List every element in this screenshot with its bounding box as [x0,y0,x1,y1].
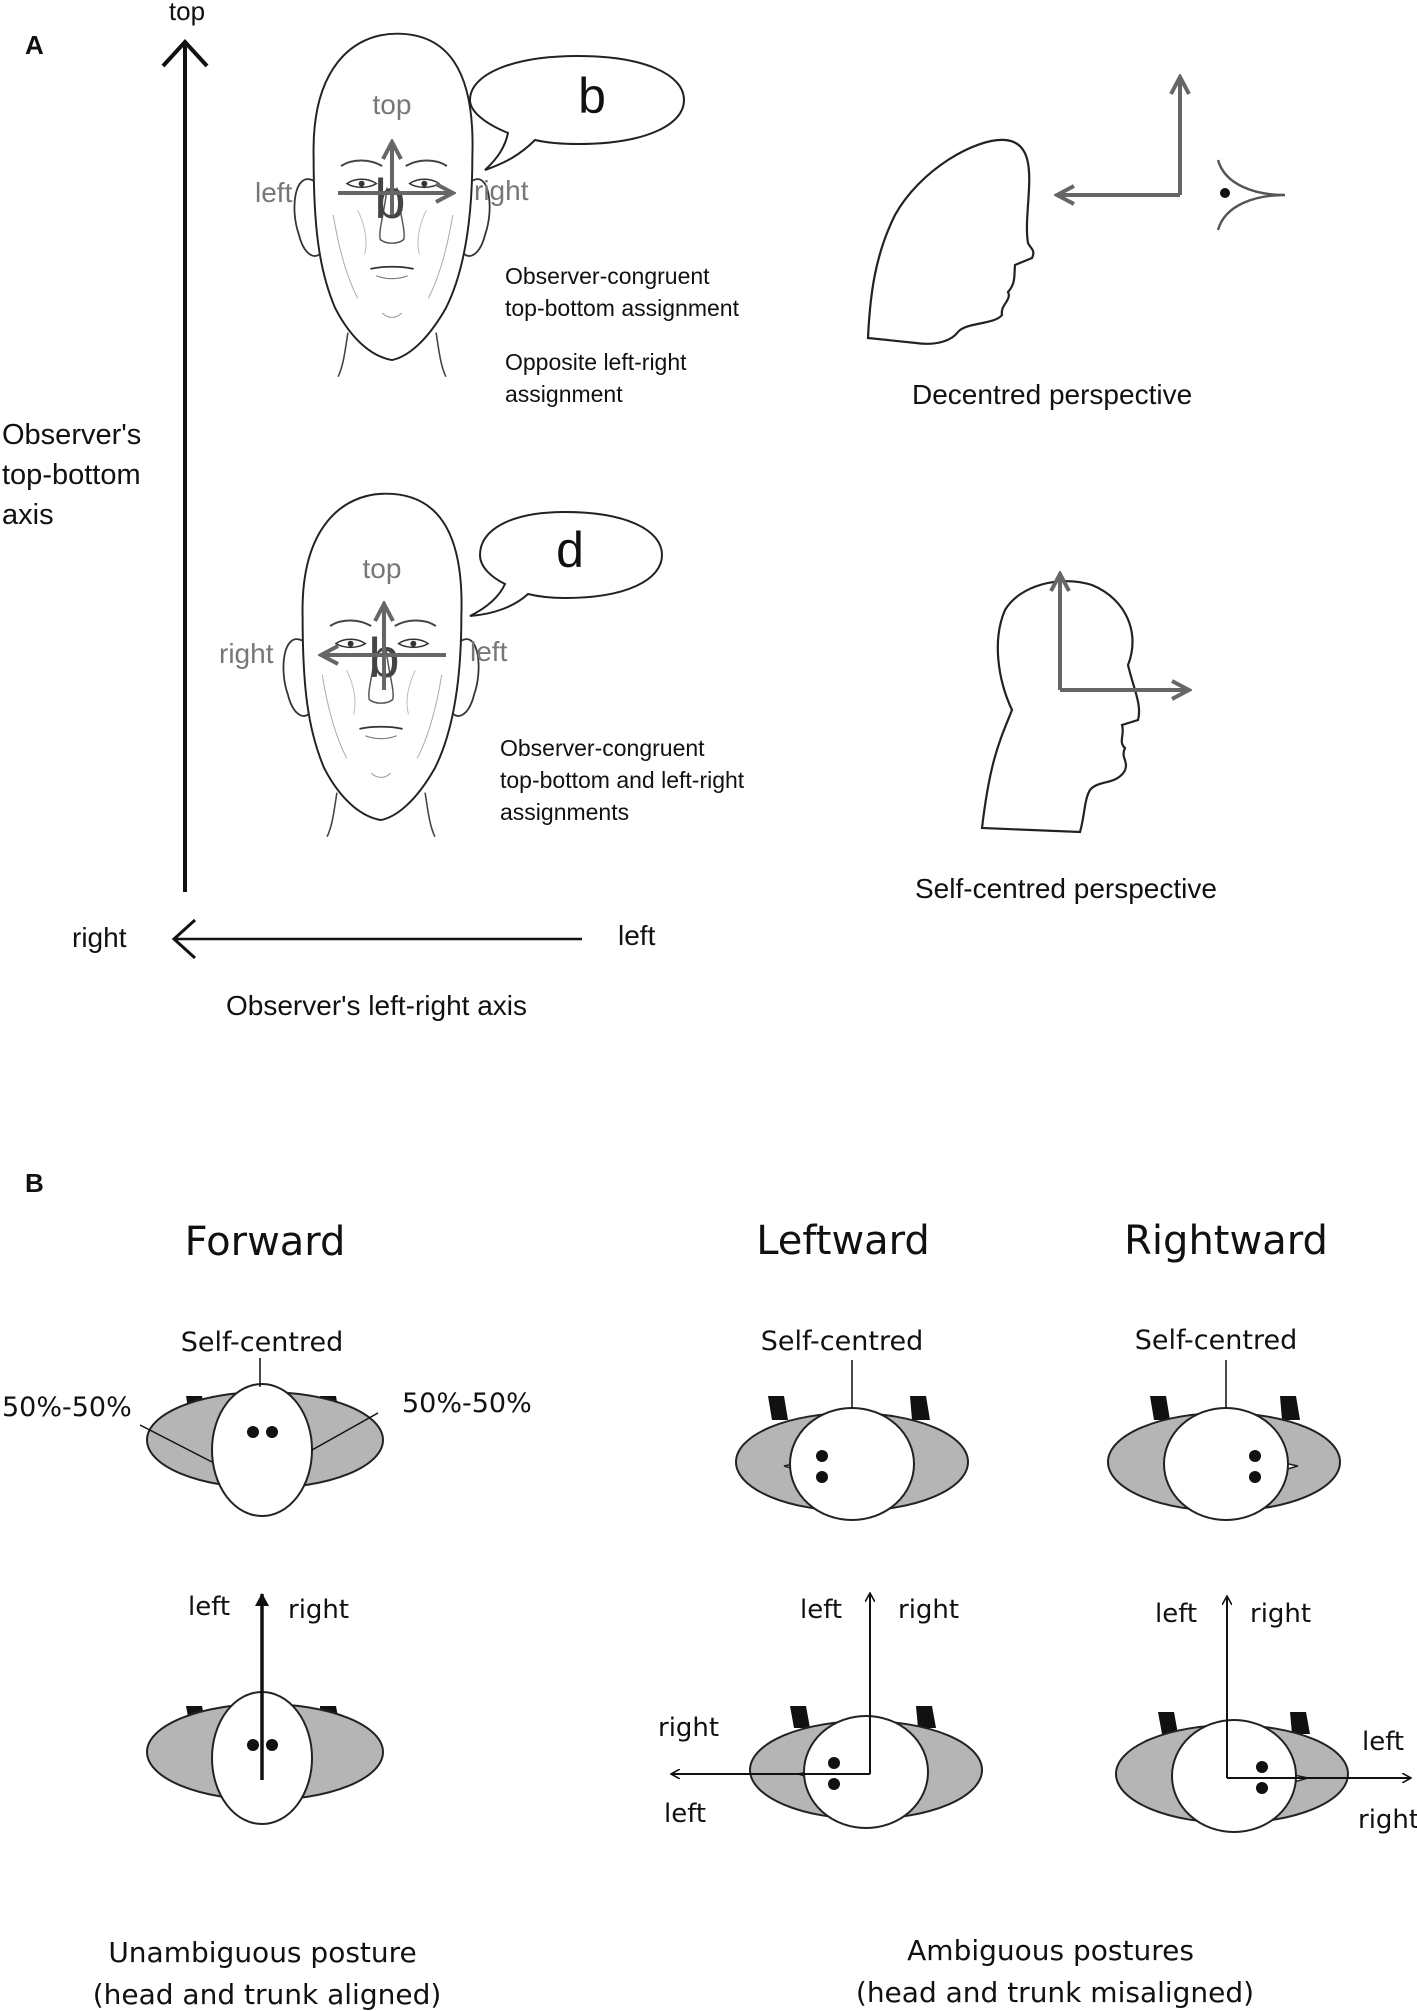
lower-face-right-label: right [219,638,274,669]
forward-bottom-posture [146,1593,384,1825]
lower-face-left-label: left [470,636,508,667]
left-pct-pointer [139,1424,213,1463]
eye-pupil [1220,188,1230,198]
forward-title: Forward [185,1219,346,1265]
rightward-bottom-posture [1115,1597,1410,1833]
forward-arrow-right-label: right [288,1595,349,1625]
rightward-title: Rightward [1124,1218,1328,1264]
head-ellipse [211,1383,313,1517]
leftward-side-bottom-label: left [664,1799,706,1829]
rightward-side-bottom-label: right [1358,1805,1417,1835]
upper-face-left-label: left [255,177,293,208]
forward-right-percentage: 50%-50% [402,1388,532,1419]
upper-face-note-2: Opposite left-right assignment [505,349,693,407]
forward-arrow-left-label: left [188,1592,230,1622]
leftward-title: Leftward [756,1218,930,1264]
caption-ambiguous: Ambiguous postures (head and trunk misal… [856,1934,1254,2009]
rightward-arrow-left-label: left [1155,1599,1197,1629]
upper-face-note-1: Observer-congruent top-bottom assignment [505,263,740,321]
rightward-self-centred-label: Self-centred [1135,1325,1297,1356]
lower-bubble-letter: d [556,522,584,578]
vertical-axis-top-label: top [169,0,205,26]
leftward-self-centred-label: Self-centred [761,1326,923,1357]
horizontal-axis-arrowhead [171,918,197,960]
rightward-arrow-right-label: right [1250,1599,1311,1629]
horizontal-axis-left-label: left [618,920,656,951]
rightward-side-top-label: left [1362,1727,1404,1757]
upper-face-top-label: top [373,89,412,120]
decentred-head-profile [866,138,1035,345]
lower-face-top-label: top [363,553,402,584]
forward-self-centred-label: Self-centred [181,1327,343,1358]
right-pct-pointer [311,1412,379,1451]
leftward-arrow-right-label: right [898,1595,959,1625]
lower-face-note: Observer-congruent top-bottom and left-r… [500,735,751,825]
decentred-caption: Decentred perspective [912,379,1192,410]
eye-icon [1216,159,1286,231]
horizontal-axis-right-label: right [72,922,127,953]
leftward-top-posture [735,1360,969,1521]
forward-top-posture [139,1358,384,1517]
leftward-side-top-label: right [658,1713,719,1743]
upper-speech-bubble [468,54,686,171]
forward-left-percentage: 50%-50% [2,1392,132,1423]
caption-unambiguous: Unambiguous posture (head and trunk alig… [93,1936,442,2011]
horizontal-axis-label: Observer's left-right axis [226,990,527,1021]
vertical-axis-arrowhead [161,39,209,68]
upper-bubble-letter: b [578,68,606,124]
self-centred-head-profile [980,580,1141,834]
leftward-bottom-posture [672,1594,983,1829]
panel-b-letter: B [25,1168,44,1198]
leftward-arrow-left-label: left [800,1595,842,1625]
lower-speech-bubble [469,510,664,617]
panel-a-letter: A [25,30,44,60]
vertical-axis-label: Observer's top-bottom axis [2,419,149,531]
self-centred-caption: Self-centred perspective [915,873,1217,904]
rightward-top-posture [1107,1360,1341,1521]
upper-face-right-label: right [474,175,529,206]
